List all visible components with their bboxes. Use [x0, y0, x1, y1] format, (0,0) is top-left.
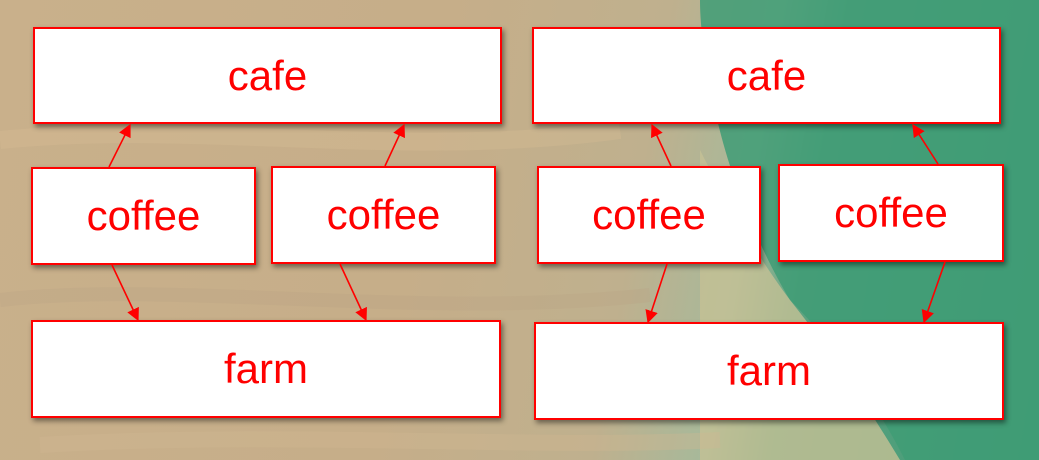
coffee-box: coffee: [271, 166, 496, 264]
farm-label: farm: [727, 347, 811, 394]
coffee-label: coffee: [326, 191, 441, 238]
cafe-label: cafe: [227, 51, 308, 99]
coffee-label: coffee: [834, 189, 948, 236]
arrow-coffee-to-farm: [645, 263, 668, 324]
coffee-box: coffee: [31, 167, 256, 265]
arrow-coffee-to-farm: [339, 263, 367, 322]
arrow-coffee-to-cafe: [912, 123, 939, 165]
farm-box: farm: [31, 320, 501, 418]
coffee-label: coffee: [592, 191, 706, 238]
arrow-coffee-to-cafe: [108, 123, 131, 168]
coffee-box: coffee: [778, 164, 1004, 262]
coffee-box: coffee: [537, 166, 761, 264]
coffee-label: coffee: [86, 192, 201, 239]
arrow-coffee-to-farm: [921, 261, 946, 324]
farm-label: farm: [224, 345, 308, 392]
arrow-coffee-to-cafe: [384, 123, 405, 167]
cafe-label: cafe: [726, 51, 807, 99]
farm-box: farm: [534, 322, 1004, 420]
arrow-coffee-to-farm: [111, 264, 139, 322]
cafe-box: cafe: [33, 27, 502, 124]
arrow-coffee-to-cafe: [651, 123, 672, 167]
cafe-box: cafe: [532, 27, 1001, 124]
